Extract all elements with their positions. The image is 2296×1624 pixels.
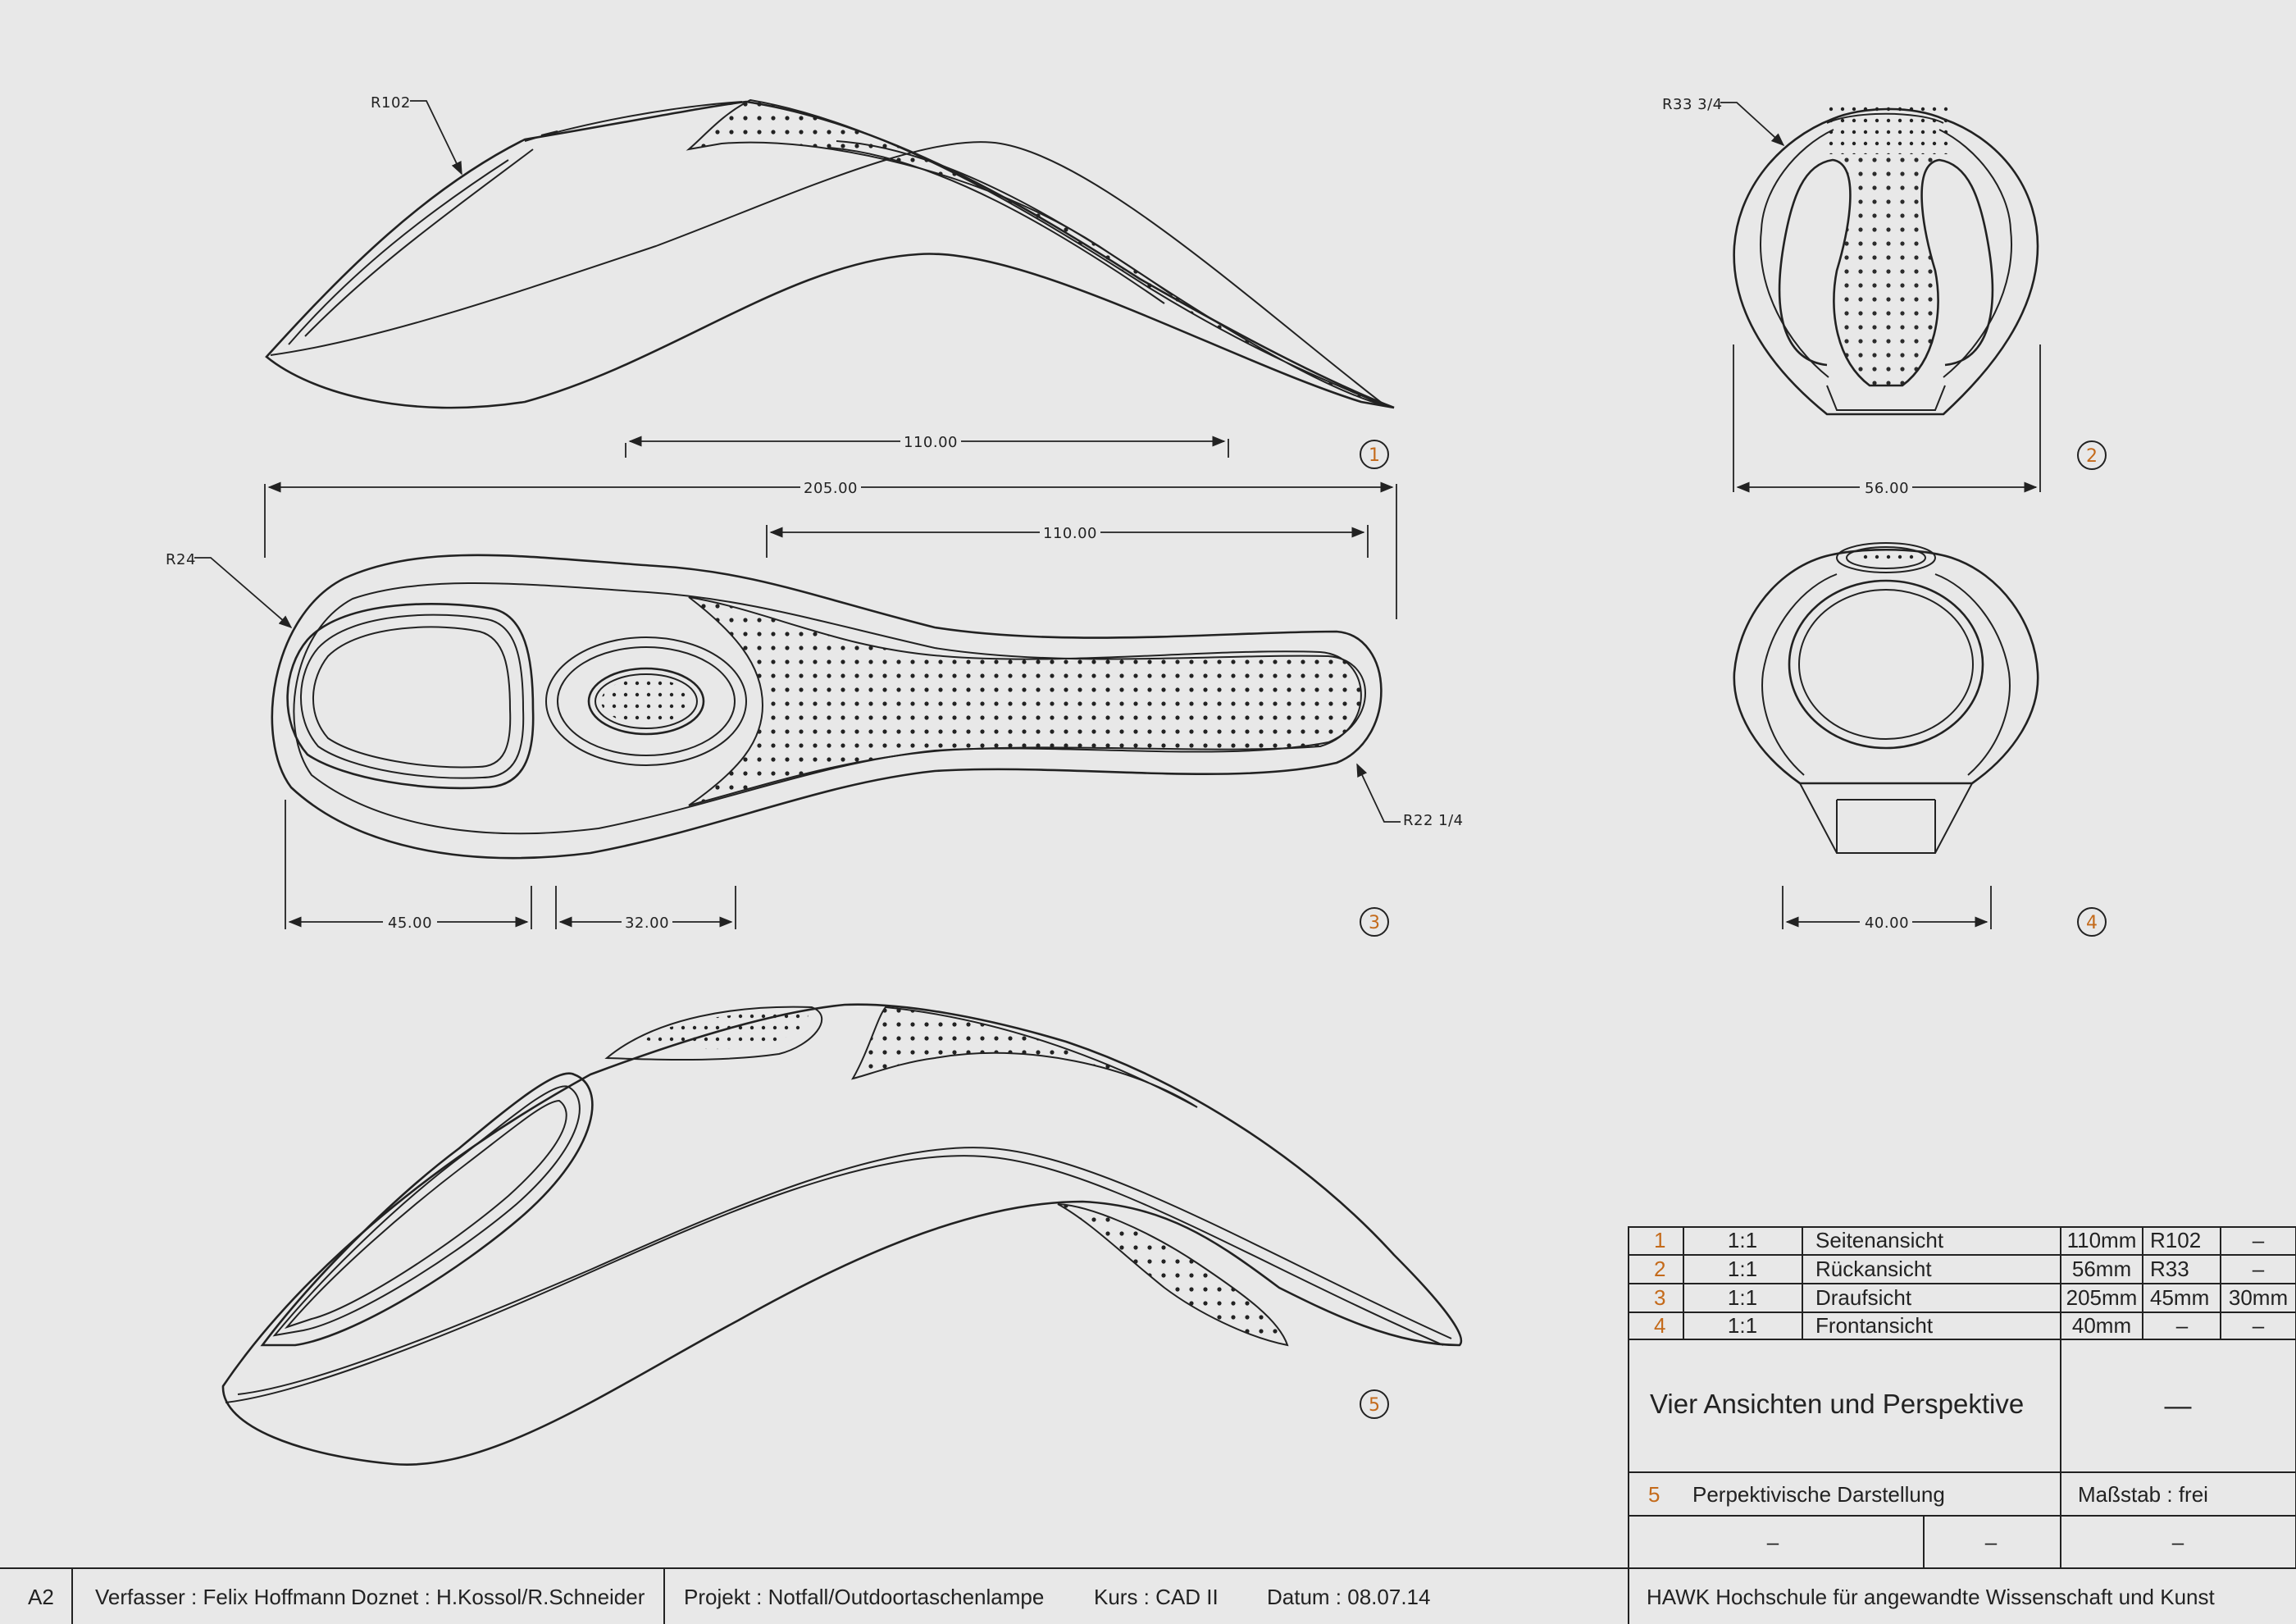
footer-format: A2: [28, 1585, 54, 1609]
table-row-5-name: Perpektivische Darstellung: [1692, 1482, 1945, 1507]
scale-label: Maßstab : frei: [2078, 1482, 2208, 1507]
footer-author: Verfasser : Felix Hoffmann: [95, 1585, 346, 1609]
view-3-top: R24 R22 1/4 205.00 110.00 45.00 32.00 3: [166, 480, 1464, 937]
view-5-dotted-side: [1057, 1203, 1289, 1347]
table-row-4: 4 1:1 Frontansicht 40mm – –: [1654, 1313, 2265, 1338]
view-2-dotted-top: [1827, 105, 1948, 154]
view-5-perspective: 5: [221, 1003, 1463, 1466]
table-row-1: 1 1:1 Seitenansicht 110mm R102 –: [1654, 1228, 2265, 1252]
footer-project: Projekt : Notfall/Outdoortaschenlampe: [684, 1585, 1044, 1609]
drawing-title: Vier Ansichten und Perspektive: [1650, 1389, 2024, 1419]
table-row-3-scale: 1:1: [1728, 1285, 1757, 1310]
view-3-dim-205: 205.00: [804, 480, 858, 497]
view-4-dim-40: 40.00: [1865, 915, 1909, 932]
footer-date: Datum : 08.07.14: [1267, 1585, 1430, 1609]
view-2-dim-56: 56.00: [1865, 480, 1909, 497]
table-row-1-c2: R102: [2150, 1228, 2201, 1252]
table-row-3-num: 3: [1654, 1285, 1665, 1310]
table-row-1-num: 1: [1654, 1228, 1665, 1252]
table-row-2-num: 2: [1654, 1257, 1665, 1281]
table-row-4-scale: 1:1: [1728, 1313, 1757, 1338]
footer-course: Kurs : CAD II: [1094, 1585, 1219, 1609]
view-2-rear: R33 3/4 56.00 2: [1662, 96, 2107, 497]
view-4-top-dots: [1856, 551, 1916, 564]
table-row-2-c2: R33: [2150, 1257, 2189, 1281]
table-row-4-c1: 40mm: [2072, 1313, 2131, 1338]
bottom-cell-2: –: [1985, 1530, 1998, 1554]
table-row-1-c3: –: [2253, 1228, 2265, 1252]
table-row-2-c1: 56mm: [2072, 1257, 2131, 1281]
view-3-dotted-grip: [688, 596, 1362, 806]
view-3-radius-left: R24: [166, 551, 196, 568]
table-row-3: 3 1:1 Draufsicht 205mm 45mm 30mm: [1654, 1285, 2288, 1310]
view-3-button-dots: [601, 678, 691, 724]
view-2-dotted-center: [1833, 156, 1939, 385]
view-2-radius-label: R33 3/4: [1662, 96, 1723, 113]
table-row-4-c3: –: [2253, 1313, 2265, 1338]
bottom-cell-3: –: [2172, 1530, 2184, 1554]
bottom-cell-1: –: [1767, 1530, 1779, 1554]
view-3-dim-45: 45.00: [388, 915, 432, 932]
view-1-radius-label: R102: [371, 94, 411, 112]
view-3-dim-110: 110.00: [1043, 525, 1097, 542]
table-row-2: 2 1:1 Rückansicht 56mm R33 –: [1654, 1257, 2265, 1281]
footer-school: HAWK Hochschule für angewandte Wissensch…: [1647, 1585, 2215, 1609]
title-block-table: 1 1:1 Seitenansicht 110mm R102 – 2 1:1 R…: [1628, 1226, 2296, 1569]
table-row-1-name: Seitenansicht: [1815, 1228, 1944, 1252]
table-row-4-name: Frontansicht: [1815, 1313, 1934, 1338]
table-row-2-name: Rückansicht: [1815, 1257, 1932, 1281]
table-row-1-c1: 110mm: [2067, 1228, 2137, 1252]
drawing-title-right: —: [2165, 1390, 2192, 1421]
view-1-dim-110: 110.00: [904, 434, 958, 451]
table-row-4-c2: –: [2176, 1313, 2189, 1338]
table-row-3-c2: 45mm: [2150, 1285, 2209, 1310]
footer-teacher: Doznet : H.Kossol/R.Schneider: [351, 1585, 645, 1609]
view-5-dotted-grip: [850, 1006, 1198, 1108]
table-row-4-num: 4: [1654, 1313, 1665, 1338]
table-row-3-name: Draufsicht: [1815, 1285, 1912, 1310]
table-row-2-c3: –: [2253, 1257, 2265, 1281]
view-3-radius-right: R22 1/4: [1403, 812, 1464, 829]
view-4-front: 40.00 4: [1733, 542, 2107, 937]
view-3-dim-32: 32.00: [625, 915, 669, 932]
view-1-dotted-grip: [686, 98, 1387, 407]
view-3-number: 3: [1369, 913, 1380, 933]
view-5-number: 5: [1369, 1395, 1380, 1416]
view-4-number: 4: [2086, 913, 2098, 933]
table-row-5-num: 5: [1648, 1482, 1660, 1507]
view-2-number: 2: [2086, 446, 2098, 467]
footer-bar: A2 Verfasser : Felix Hoffmann Doznet : H…: [0, 1567, 2296, 1624]
view-1-number: 1: [1369, 445, 1380, 466]
table-row-3-c1: 205mm: [2066, 1285, 2138, 1310]
view-1-side: R102 110.00 1: [265, 94, 1395, 469]
view-5-top-dots: [640, 1010, 809, 1050]
table-row-2-scale: 1:1: [1728, 1257, 1757, 1281]
table-row-1-scale: 1:1: [1728, 1228, 1757, 1252]
table-row-3-c3: 30mm: [2229, 1285, 2288, 1310]
